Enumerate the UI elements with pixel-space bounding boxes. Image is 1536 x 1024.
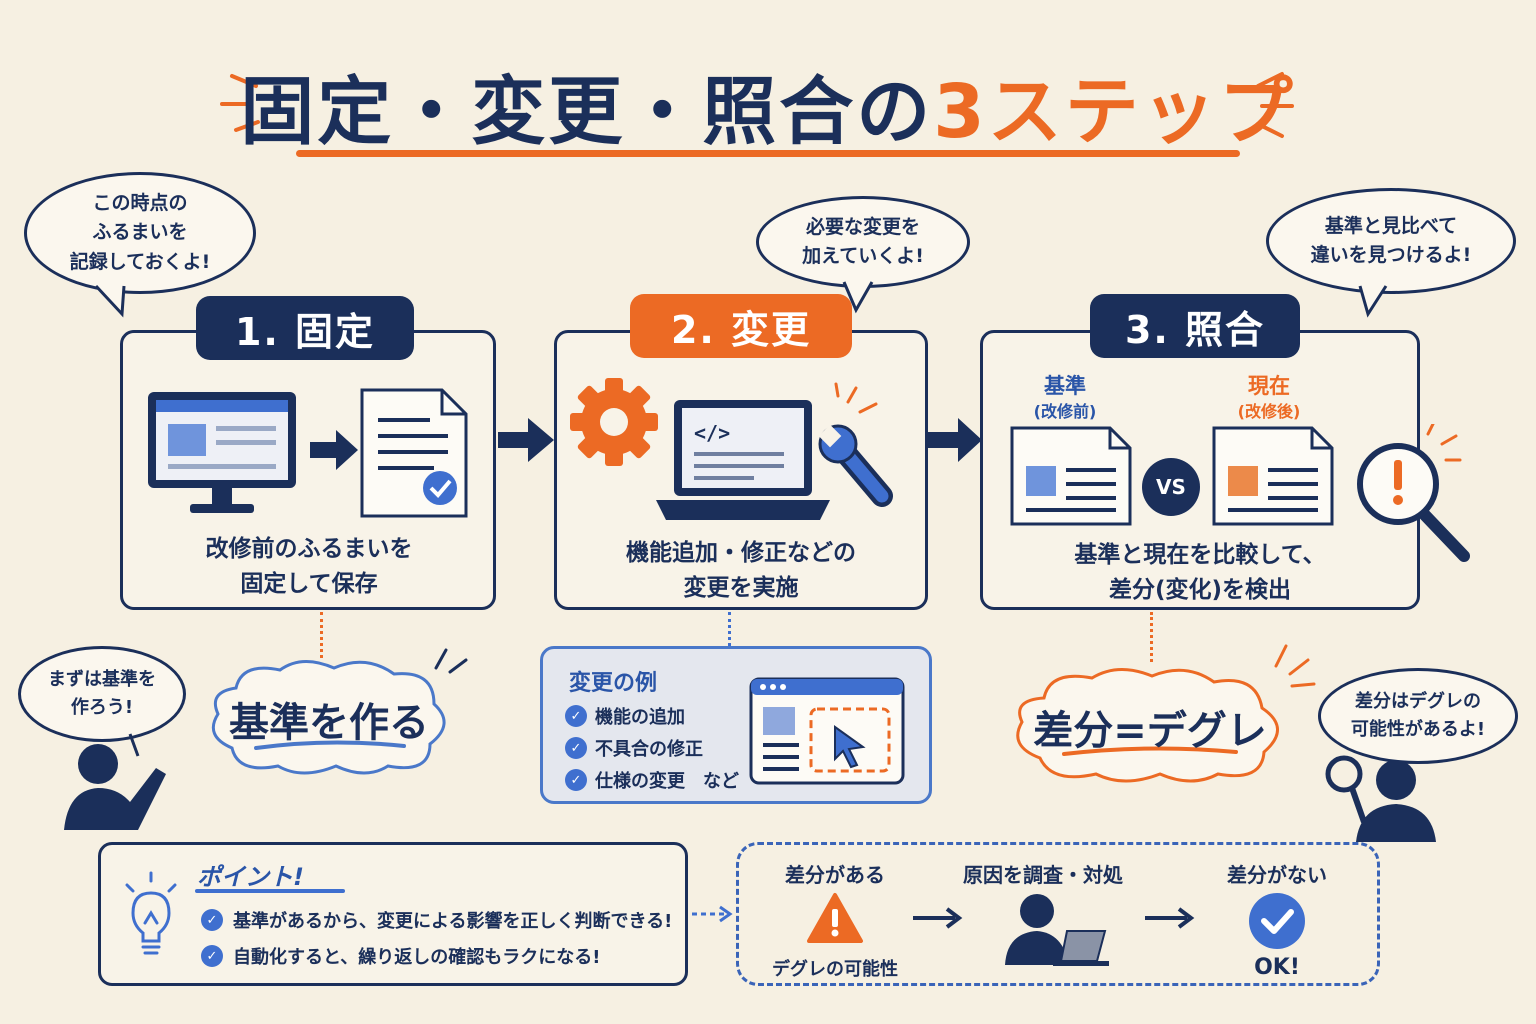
check-circle-icon: [1249, 893, 1305, 949]
arrow-right-icon: [310, 430, 358, 470]
check-icon: ✓: [201, 945, 223, 967]
bubble-tail-icon: [94, 284, 126, 318]
gear-icon: [570, 378, 658, 466]
step3-illustration: [1010, 424, 1470, 562]
compare-left-sub: (改修前): [1033, 402, 1097, 421]
document-before-icon: [1010, 426, 1132, 526]
example-item: ✓機能の追加: [565, 703, 685, 729]
warning-icon: [807, 893, 863, 943]
point-item: ✓自動化すると、繰り返しの確認もラクになる!: [201, 943, 601, 969]
check-icon: ✓: [565, 769, 587, 791]
cloud-left-shape: [211, 660, 446, 775]
page-title: 固定・変更・照合の3ステップ: [0, 52, 1536, 159]
flow-step2-title: 原因を調査・対処: [963, 863, 1123, 887]
step2-illustration: </>: [570, 378, 893, 520]
bubble-tail-icon: [1358, 285, 1388, 318]
dashed-arrow-icon: [692, 905, 733, 923]
flow-step1-caption: デグレの可能性: [772, 959, 898, 980]
wrench-icon: [818, 382, 893, 507]
person-laptop-icon: [1005, 894, 1109, 966]
cloud-left-text: 基準を作る: [229, 700, 429, 746]
arrow-right-icon: [913, 907, 963, 929]
dotted-connector: [320, 612, 323, 658]
spark-lines-icon: [1274, 644, 1316, 688]
step1-illustration: [148, 388, 468, 518]
step1-label: 1. 固定: [196, 296, 414, 360]
laptop-icon: </>: [656, 400, 830, 520]
flow-step1-title: 差分がある: [785, 863, 885, 887]
person-magnifier-icon: [1325, 755, 1436, 842]
dotted-connector: [1150, 612, 1153, 662]
bubble-tail-icon: [842, 281, 874, 314]
point-title-underline: [195, 889, 345, 893]
speech-bubble-step3: 基準と見比べて 違いを見つけるよ!: [1266, 188, 1516, 294]
browser-cursor-icon: [749, 677, 905, 785]
speech-bubble-step1: この時点の ふるまいを 記録しておくよ!: [24, 172, 256, 294]
example-item: ✓不具合の修正: [565, 735, 703, 761]
point-item: ✓基準があるから、変更による影響を正しく判断できる!: [201, 907, 672, 933]
svg-text:</>: </>: [694, 421, 730, 445]
document-after-icon: [1212, 426, 1334, 526]
vs-badge: VS: [1142, 458, 1200, 516]
check-icon: ✓: [201, 909, 223, 931]
compare-right-label: 現在: [1248, 374, 1290, 398]
compare-left-label: 基準: [1044, 374, 1086, 398]
arrow-right-icon: [1145, 907, 1195, 929]
cloud-right-shape: [1016, 667, 1279, 783]
person-pointing-icon: [64, 733, 166, 830]
flow-step3-caption: OK!: [1254, 955, 1300, 980]
step-arrow-icon: [928, 418, 982, 462]
result-flow-panel: 差分がある デグレの可能性 原因を調査・対処 差分がない OK!: [736, 842, 1380, 986]
title-underline: [296, 150, 1240, 157]
step2-label: 2. 変更: [630, 294, 852, 358]
title-main: 固定・変更・照合の: [240, 69, 934, 155]
cloud-right-text: 差分=デグレ: [1033, 708, 1267, 754]
examples-title: 変更の例: [569, 671, 658, 696]
example-item: ✓仕様の変更 など: [565, 767, 739, 793]
step2-description: 機能追加・修正などの 変更を実施: [626, 540, 856, 601]
speech-bubble-left-person: まずは基準を 作ろう!: [18, 646, 186, 742]
compare-right-sub: (改修後): [1237, 402, 1301, 421]
step3-label: 3. 照合: [1090, 294, 1300, 358]
point-panel: ポイント! ✓基準があるから、変更による影響を正しく判断できる! ✓自動化すると…: [98, 842, 688, 986]
title-accent: 3ステップ: [933, 69, 1296, 155]
step3-description: 基準と現在を比較して、 差分(変化)を検出: [1074, 542, 1326, 603]
monitor-icon: [148, 392, 296, 513]
step1-description: 改修前のふるまいを 固定して保存: [205, 536, 413, 597]
flow-step3-title: 差分がない: [1227, 863, 1327, 887]
point-title: ポイント!: [197, 863, 304, 891]
change-examples-panel: 変更の例 ✓機能の追加 ✓不具合の修正 ✓仕様の変更 など: [540, 646, 932, 804]
spark-lines-icon: [434, 648, 468, 674]
lightbulb-icon: [125, 871, 177, 955]
speech-bubble-right-person: 差分はデグレの 可能性があるよ!: [1318, 668, 1518, 764]
document-check-icon: [360, 388, 468, 518]
check-icon: ✓: [565, 705, 587, 727]
check-icon: ✓: [565, 737, 587, 759]
magnifier-alert-icon: [1357, 424, 1470, 562]
step-arrow-icon: [498, 418, 554, 462]
speech-bubble-step2: 必要な変更を 加えていくよ!: [756, 196, 970, 288]
dotted-connector: [728, 612, 731, 646]
